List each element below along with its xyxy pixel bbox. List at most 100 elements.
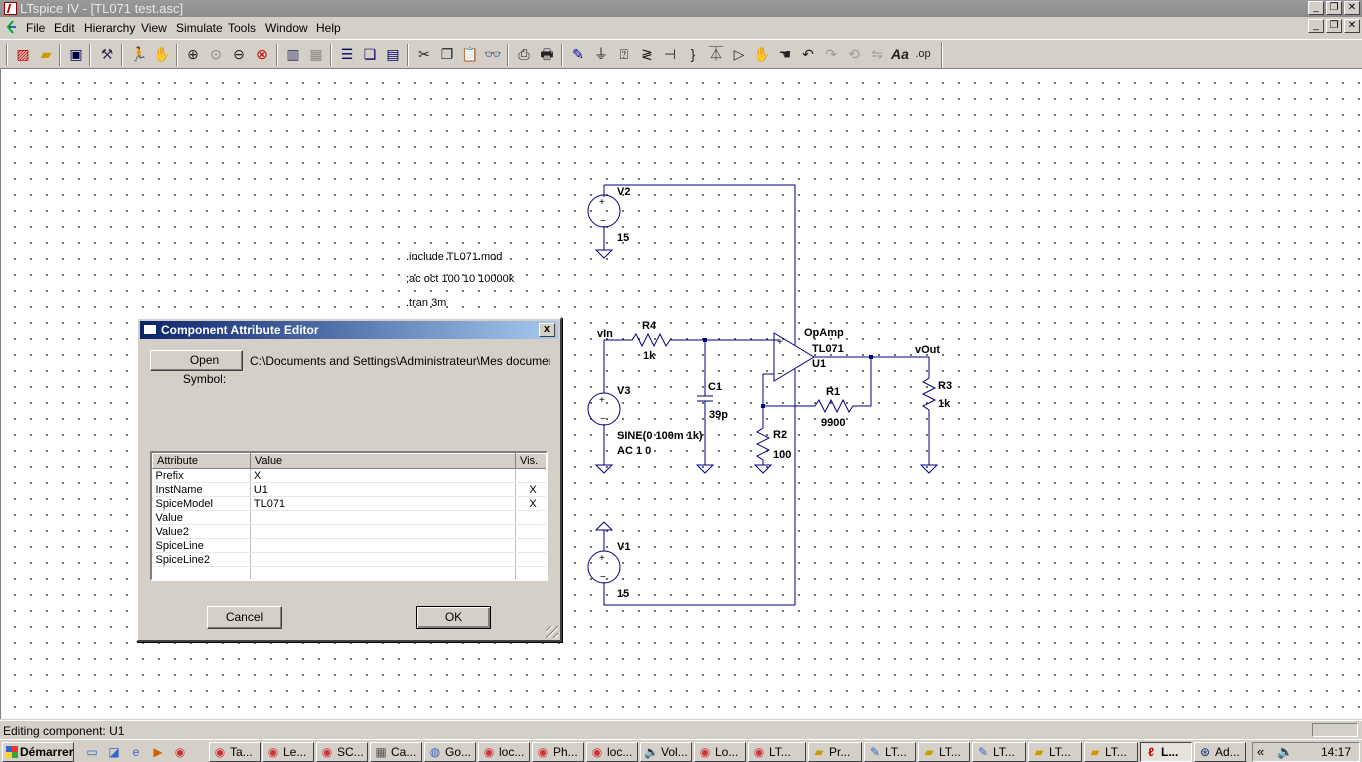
attribute-cell[interactable]: SpiceLine — [152, 538, 251, 553]
grid-icon[interactable]: ▦ — [309, 46, 323, 62]
text-icon[interactable]: Aa — [891, 46, 909, 62]
tray-chevron[interactable]: « — [1257, 744, 1265, 759]
opamp-u1[interactable]: + − OpAmp TL071 U1 — [762, 327, 871, 605]
attribute-cell[interactable]: InstName — [152, 482, 251, 497]
menu-view[interactable]: View — [141, 21, 167, 35]
child-restore-button[interactable]: ❐ — [1326, 19, 1342, 33]
vis-cell[interactable] — [515, 552, 546, 567]
find-icon[interactable]: 👓 — [484, 46, 502, 62]
value-cell[interactable]: TL071 — [250, 496, 517, 511]
child-minimize-button[interactable]: _ — [1308, 19, 1324, 33]
spice-directive-ac[interactable]: ;ac oct 100 10 10000k — [406, 273, 515, 285]
autorange-icon[interactable]: ▥ — [286, 46, 300, 62]
resize-grip[interactable] — [546, 626, 558, 638]
taskbar-button[interactable]: ▰LT... — [918, 742, 970, 762]
menu-tools[interactable]: Tools — [228, 21, 257, 35]
halt-icon[interactable]: ✋ — [153, 46, 171, 62]
spice-directive-include[interactable]: .include TL071.mod — [406, 251, 502, 263]
voltage-source-v2[interactable]: + − V2 15 — [587, 184, 796, 340]
resistor-r3[interactable]: R3 1k — [871, 356, 952, 474]
taskbar-button[interactable]: ▰LT... — [1084, 742, 1138, 762]
table-row[interactable] — [152, 566, 546, 579]
taskbar-button[interactable]: ◉Ph... — [532, 742, 584, 762]
resistor-r4[interactable]: R4 1k — [604, 320, 779, 362]
taskbar-button[interactable]: ◉loc... — [478, 742, 530, 762]
open-icon[interactable]: ▰ — [40, 46, 52, 62]
start-button[interactable]: Démarrer — [2, 742, 74, 762]
table-row[interactable]: Value2 — [152, 524, 546, 539]
vis-cell[interactable] — [515, 468, 546, 483]
spice-directive-tran[interactable]: .tran 3m — [406, 297, 446, 309]
menu-help[interactable]: Help — [316, 21, 341, 35]
taskbar-button[interactable]: ◉LT... — [748, 742, 806, 762]
menu-hierarchy[interactable]: Hierarchy — [84, 21, 136, 35]
value-cell[interactable]: U1 — [250, 482, 517, 497]
redo-icon[interactable]: ↷ — [825, 46, 837, 62]
resistor-r2[interactable]: R2 100 — [753, 427, 791, 474]
undo-icon[interactable]: ↶ — [802, 46, 814, 62]
run-icon[interactable]: 🏃 — [130, 46, 148, 62]
menu-simulate[interactable]: Simulate — [176, 21, 223, 35]
component-icon[interactable]: ▷ — [733, 46, 745, 62]
drag-icon[interactable]: ☚ — [778, 46, 792, 62]
media-player-icon[interactable]: ▶ — [153, 745, 163, 759]
attribute-cell[interactable]: SpiceModel — [152, 496, 251, 511]
value-cell[interactable]: X — [250, 468, 517, 483]
print-icon[interactable]: 🖶 — [540, 46, 554, 62]
column-header-value[interactable]: Value — [249, 453, 517, 469]
value-cell[interactable] — [250, 552, 517, 567]
table-row[interactable]: SpiceLine2 — [152, 552, 546, 567]
volume-tray-icon[interactable]: 🔈 — [1277, 744, 1294, 759]
zoom-pan-icon[interactable]: ⊙ — [210, 46, 222, 62]
save-icon[interactable]: ▣ — [69, 46, 83, 62]
zoom-out-icon[interactable]: ⊖ — [233, 46, 245, 62]
child-close-button[interactable]: ✕ — [1344, 19, 1360, 33]
taskbar-button[interactable]: 🔈Vol... — [640, 742, 692, 762]
vis-cell[interactable] — [515, 566, 546, 579]
paste-icon[interactable]: 📋 — [461, 46, 479, 62]
ground-icon[interactable]: ⏚ — [594, 46, 608, 62]
value-cell[interactable] — [250, 566, 517, 579]
column-header-vis[interactable]: Vis. — [515, 453, 546, 469]
taskbar-button[interactable]: ▰LT... — [1028, 742, 1082, 762]
print-setup-icon[interactable]: ⎙ — [518, 46, 530, 62]
dialog-title-bar[interactable]: Component Attribute Editor x — [140, 321, 558, 339]
chrome-quicklaunch-icon[interactable]: ◉ — [174, 745, 186, 759]
attribute-cell[interactable]: SpiceLine2 — [152, 552, 251, 567]
capacitor-icon[interactable]: ⊣ — [663, 46, 677, 62]
attribute-cell[interactable]: Value2 — [152, 524, 251, 539]
voltage-source-v1[interactable]: + − V1 15 — [587, 521, 795, 606]
ltspice-menu-icon[interactable] — [5, 20, 17, 34]
taskbar-button[interactable]: ◉Ta... — [209, 742, 261, 762]
show-desktop-icon[interactable]: ▭ — [86, 745, 98, 759]
cut-icon[interactable]: ✂ — [418, 46, 430, 62]
cascade-icon[interactable]: ❏ — [363, 46, 377, 62]
voltage-source-v3[interactable]: + − V3 SINE(0 100m 1k) AC 1 0 — [587, 340, 703, 474]
move-icon[interactable]: ✋ — [753, 46, 771, 62]
control-panel-icon[interactable]: ⚒ — [100, 46, 114, 62]
internet-explorer-icon[interactable]: e — [132, 745, 140, 759]
taskbar-button[interactable]: ✎LT... — [972, 742, 1026, 762]
menu-edit[interactable]: Edit — [54, 21, 75, 35]
vis-cell[interactable] — [515, 538, 546, 553]
taskbar-button[interactable]: ⊛Ad... — [1194, 742, 1246, 762]
mirror-icon[interactable]: ⇋ — [871, 46, 883, 62]
taskbar-button[interactable]: ▦Ca... — [370, 742, 422, 762]
close-button[interactable]: ✕ — [1344, 1, 1360, 15]
taskbar-button[interactable]: ◍Go... — [424, 742, 476, 762]
cancel-button[interactable]: Cancel — [207, 606, 282, 629]
table-row[interactable]: Value — [152, 510, 546, 525]
label-net-icon[interactable]: ⍰ — [619, 46, 629, 62]
minimize-button[interactable]: _ — [1308, 1, 1324, 15]
menu-file[interactable]: File — [26, 21, 46, 35]
tile-horizontal-icon[interactable]: ☰ — [340, 46, 354, 62]
column-header-attribute[interactable]: Attribute — [152, 453, 251, 469]
value-cell[interactable] — [250, 510, 517, 525]
attribute-cell[interactable] — [152, 566, 251, 579]
tile-vertical-icon[interactable]: ▤ — [386, 46, 400, 62]
attribute-cell[interactable]: Prefix — [152, 468, 251, 483]
capacitor-c1[interactable]: C1 39p — [695, 340, 728, 474]
